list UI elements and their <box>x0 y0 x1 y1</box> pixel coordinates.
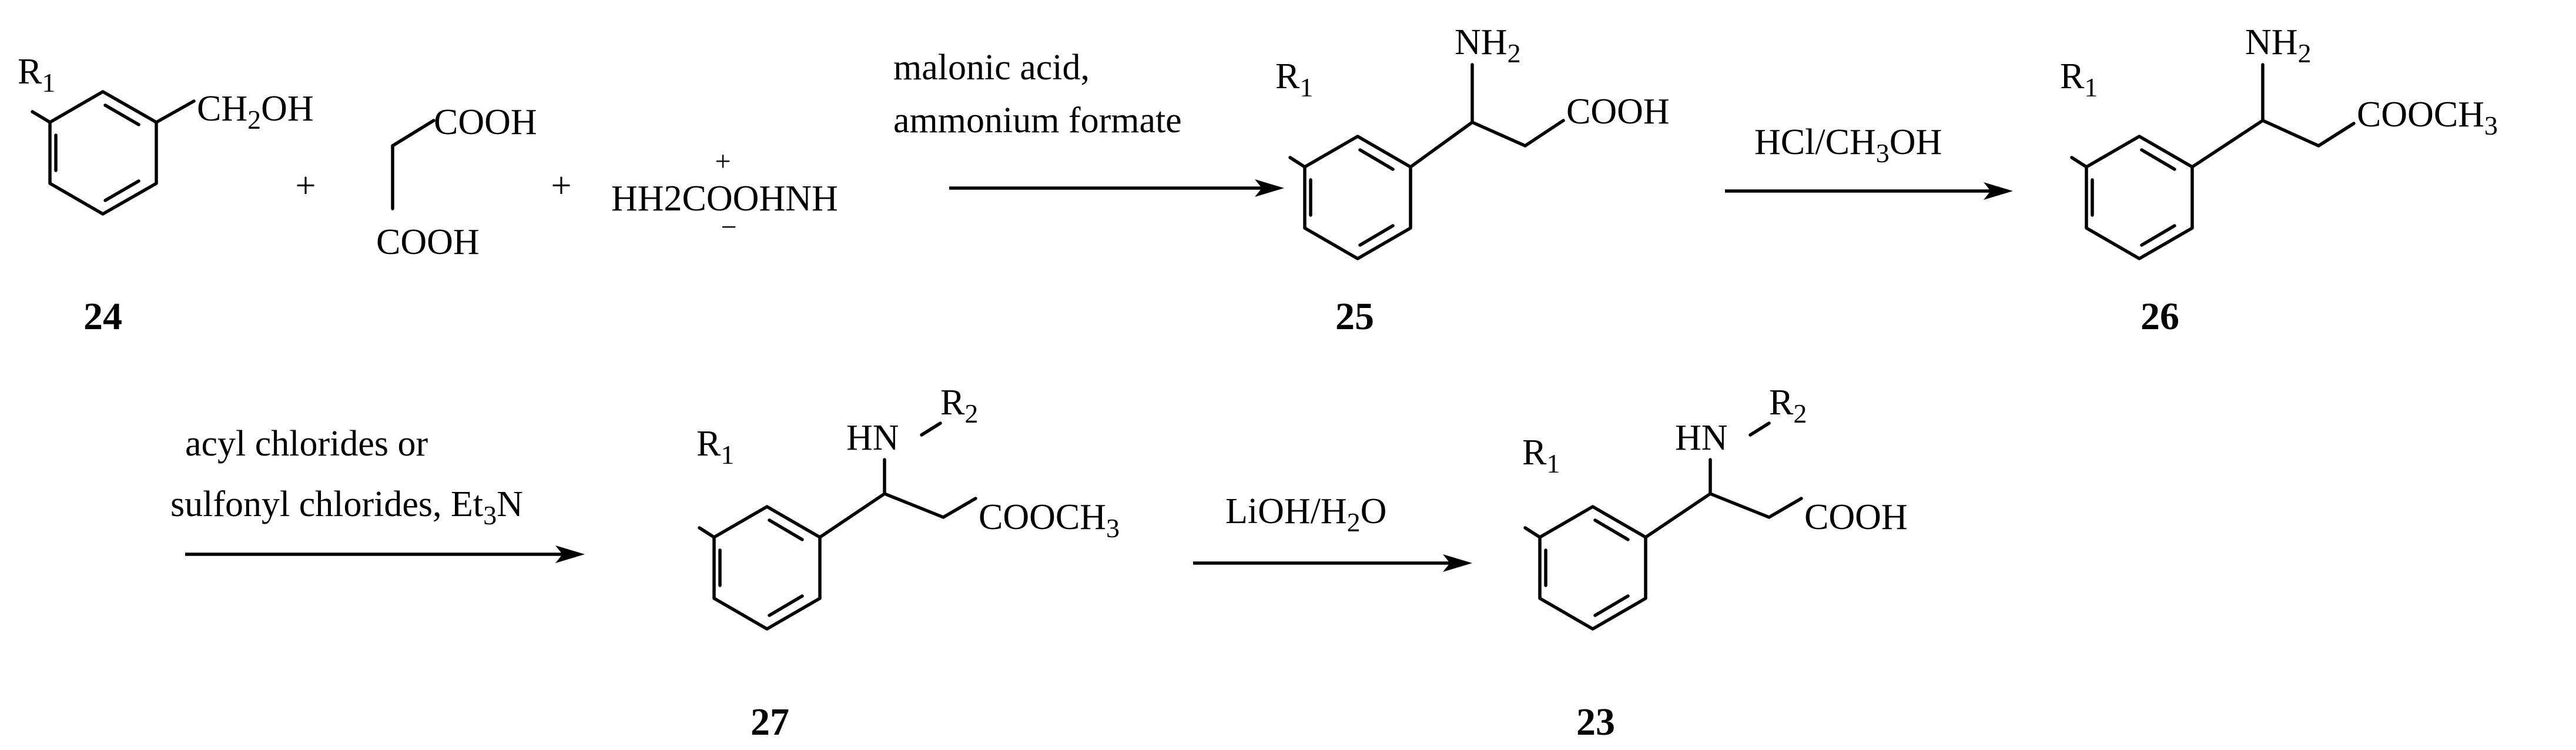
cooh-group-23: COOH <box>1804 497 1908 537</box>
plus-sign-1: + <box>296 166 316 206</box>
malonic-cooh-top: COOH <box>434 102 537 142</box>
benzene-ring-26 <box>2070 63 2356 260</box>
cooch3-group-26: COOCH3 <box>2357 95 2498 140</box>
benzene-ring-25 <box>1288 63 1565 260</box>
compound-24: R1 CH2OH 24 <box>18 52 314 338</box>
compound-label-24: 24 <box>83 295 122 338</box>
formate-minus-charge: − <box>721 212 736 243</box>
r1-substituent-24: R1 <box>18 52 55 98</box>
cooch3-group-27: COOCH3 <box>979 497 1120 543</box>
compound-23: R1 HN R2 COOH 23 <box>1522 383 1908 744</box>
arrow-3-condition-line1: acyl chlorides or <box>185 424 428 464</box>
r1-substituent-23: R1 <box>1522 433 1560 478</box>
malonic-cooh-bottom: COOH <box>376 222 480 262</box>
compound-25: R1 NH2 COOH 25 <box>1275 22 1670 338</box>
benzene-ring-23 <box>1523 421 1803 631</box>
compound-27: R1 HN R2 COOCH3 27 <box>696 383 1120 744</box>
nh2-group-25: NH2 <box>1455 22 1521 68</box>
r2-substituent-23: R2 <box>1769 383 1807 428</box>
compound-label-27: 27 <box>751 701 789 744</box>
arrow-4-condition: LiOH/H2O <box>1225 491 1386 537</box>
nh2-group-26: NH2 <box>2245 22 2312 68</box>
hn-group-27: HN <box>846 418 899 458</box>
compound-26: R1 NH2 COOCH3 26 <box>2060 22 2498 338</box>
r1-substituent-25: R1 <box>1275 56 1313 102</box>
compound-label-23: 23 <box>1576 701 1615 744</box>
compound-label-25: 25 <box>1335 295 1374 338</box>
r2-substituent-27: R2 <box>940 383 978 428</box>
hn-group-23: HN <box>1675 418 1728 458</box>
reaction-arrow-3: acyl chlorides or sulfonyl chlorides, Et… <box>170 424 585 563</box>
arrow-2-condition: HCl/CH3OH <box>1754 122 1942 168</box>
cooh-group-25: COOH <box>1566 92 1670 132</box>
formate-formula: HH2COOHNH <box>611 179 838 219</box>
plus-sign-2: + <box>551 166 572 206</box>
formate-plus-charge: + <box>715 146 731 177</box>
reaction-arrow-4: LiOH/H2O <box>1193 491 1472 572</box>
malonic-acid: COOH COOH <box>376 102 537 262</box>
arrow-1-condition-line2: ammonium formate <box>893 101 1182 140</box>
arrow-3-condition-line2: sulfonyl chlorides, Et3N <box>170 484 523 530</box>
reaction-arrow-2: HCl/CH3OH <box>1725 122 2013 200</box>
benzene-ring-27 <box>698 421 977 631</box>
r1-substituent-27: R1 <box>696 424 734 470</box>
ch2oh-group: CH2OH <box>197 89 314 135</box>
reaction-arrow-1: malonic acid, ammonium formate <box>893 48 1284 197</box>
compound-label-26: 26 <box>2140 295 2179 338</box>
benzene-ring-24 <box>31 90 196 216</box>
ammonium-formate: HH2COOHNH + − <box>611 146 838 243</box>
r1-substituent-26: R1 <box>2060 56 2098 102</box>
arrow-1-condition-line1: malonic acid, <box>893 48 1090 88</box>
